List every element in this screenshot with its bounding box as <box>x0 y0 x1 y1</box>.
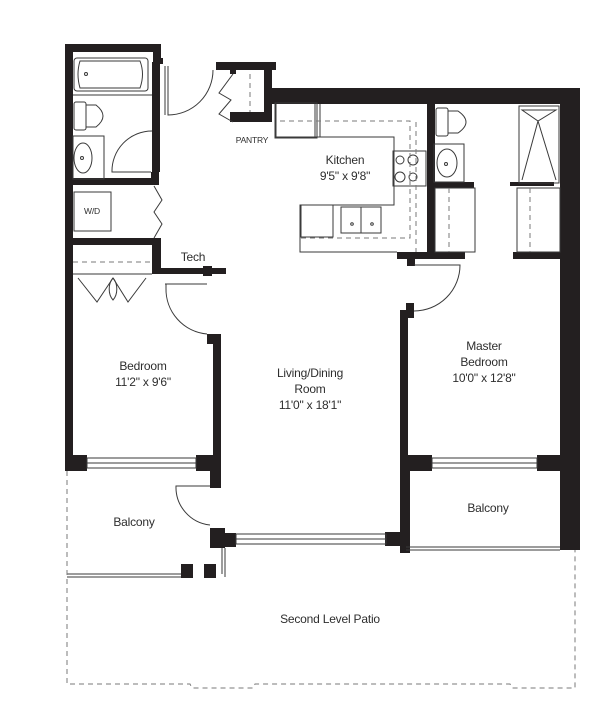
master-name-line1: Master <box>466 339 502 353</box>
patio-label: Second Level Patio <box>280 612 380 626</box>
living-name-line2: Room <box>294 382 326 396</box>
master-size: 10'0" x 12'8" <box>452 371 516 385</box>
fixtures <box>67 57 561 578</box>
kitchen-name: Kitchen <box>325 153 365 167</box>
bedroom-label: Bedroom 11'2" x 9'6" <box>115 358 171 390</box>
master-name-line2: Bedroom <box>460 355 508 369</box>
bedroom-name: Bedroom <box>119 359 167 373</box>
balcony-left-label: Balcony <box>113 515 155 529</box>
kitchen-label: Kitchen 9'5" x 9'8" <box>320 152 370 184</box>
dashed-lines <box>66 74 576 689</box>
kitchen-size: 9'5" x 9'8" <box>319 169 371 183</box>
living-dining-label: Living/Dining Room 11'0" x 18'1" <box>277 365 343 413</box>
pantry-label: PANTRY <box>235 135 269 145</box>
living-name-line1: Living/Dining <box>276 366 344 380</box>
living-size: 11'0" x 18'1" <box>278 398 342 412</box>
tech-label: Tech <box>180 250 206 264</box>
washer-dryer-label: W/D <box>84 206 100 216</box>
bedroom-size: 11'2" x 9'6" <box>115 375 171 389</box>
balcony-right-label: Balcony <box>467 501 509 515</box>
master-bedroom-label: Master Bedroom 10'0" x 12'8" <box>452 338 515 386</box>
walls <box>65 44 580 578</box>
